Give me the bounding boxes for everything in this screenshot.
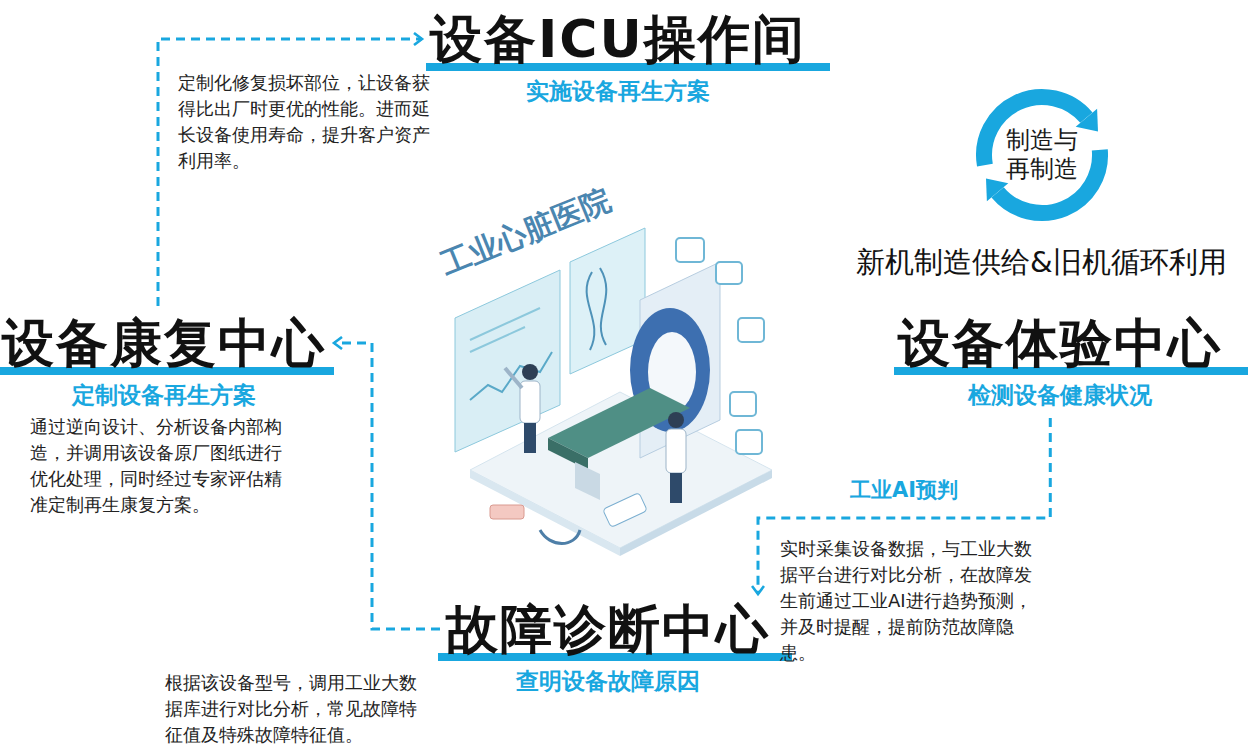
- edge-label: 工业AI预判: [846, 476, 962, 504]
- circle-text: 制造与 再制造: [1002, 126, 1081, 184]
- cycle-circle: 制造与 再制造: [967, 80, 1117, 230]
- dashed-flow-arrow: [334, 343, 440, 629]
- doctor-arm: [505, 368, 522, 388]
- icon-card: [716, 262, 742, 284]
- floor-items: [490, 492, 647, 543]
- floating-icons: [676, 238, 764, 454]
- pill-board: [490, 505, 524, 519]
- description-text: 通过逆向设计、分析设备内部构造，并调用该设备原厂图纸进行优化处理，同时经过专家评…: [30, 414, 286, 518]
- station-subtitle: 查明设备故障原因: [446, 666, 770, 696]
- doctor-figure: [666, 412, 686, 503]
- description-text: 根据该设备型号，调用工业大数据库进行对比分析，常见故障特征值及特殊故障特征值。: [165, 670, 421, 748]
- station-subtitle: 检测设备健康状况: [898, 380, 1222, 410]
- doctor-legs: [670, 473, 682, 503]
- bed-side: [548, 438, 588, 470]
- icon-card: [730, 392, 756, 416]
- station-subtitle: 定制设备再生方案: [2, 380, 326, 410]
- station-heading: 设备康复中心: [2, 312, 326, 374]
- circle-text-wrap: 制造与 再制造: [967, 80, 1117, 230]
- station-subtitle: 实施设备再生方案: [430, 76, 806, 106]
- holo-screen: [455, 270, 560, 452]
- doctor-legs: [524, 423, 536, 453]
- cycle-caption: 新机制造供给&旧机循环利用: [856, 243, 1227, 281]
- stethoscope: [540, 530, 580, 544]
- doctor-coat: [520, 381, 540, 423]
- description-text: 实时采集设备数据，与工业大数据平台进行对比分析，在故障发生前通过工业AI进行趋势…: [780, 536, 1036, 666]
- cycle-arrowhead: [1076, 109, 1098, 132]
- station-heading: 设备体验中心: [898, 312, 1222, 374]
- station-node: 设备康复中心定制设备再生方案: [2, 312, 326, 410]
- icon-card: [738, 318, 764, 342]
- doctor-coat: [666, 429, 686, 473]
- description-text: 定制化修复损坏部位，让设备获得比出厂时更优的性能。进而延长设备使用寿命，提升客户…: [178, 70, 434, 174]
- doctor-head: [522, 364, 538, 380]
- station-heading: 故障诊断中心: [446, 598, 770, 660]
- station-node: 故障诊断中心查明设备故障原因: [446, 598, 770, 696]
- station-node: 设备体验中心检测设备健康状况: [898, 312, 1222, 410]
- icon-card: [736, 430, 762, 454]
- bed-base: [575, 462, 600, 500]
- station-heading: 设备ICU操作间: [430, 8, 806, 70]
- cycle-arrowhead: [986, 179, 1008, 202]
- dna-helix: [587, 268, 607, 350]
- phone: [603, 492, 648, 527]
- doctor-figure: [505, 364, 540, 453]
- patient-bed: [548, 388, 690, 500]
- screen-line: [470, 327, 525, 352]
- icon-card: [676, 238, 704, 262]
- doctor-head: [668, 412, 684, 428]
- station-node: 设备ICU操作间实施设备再生方案: [430, 8, 806, 106]
